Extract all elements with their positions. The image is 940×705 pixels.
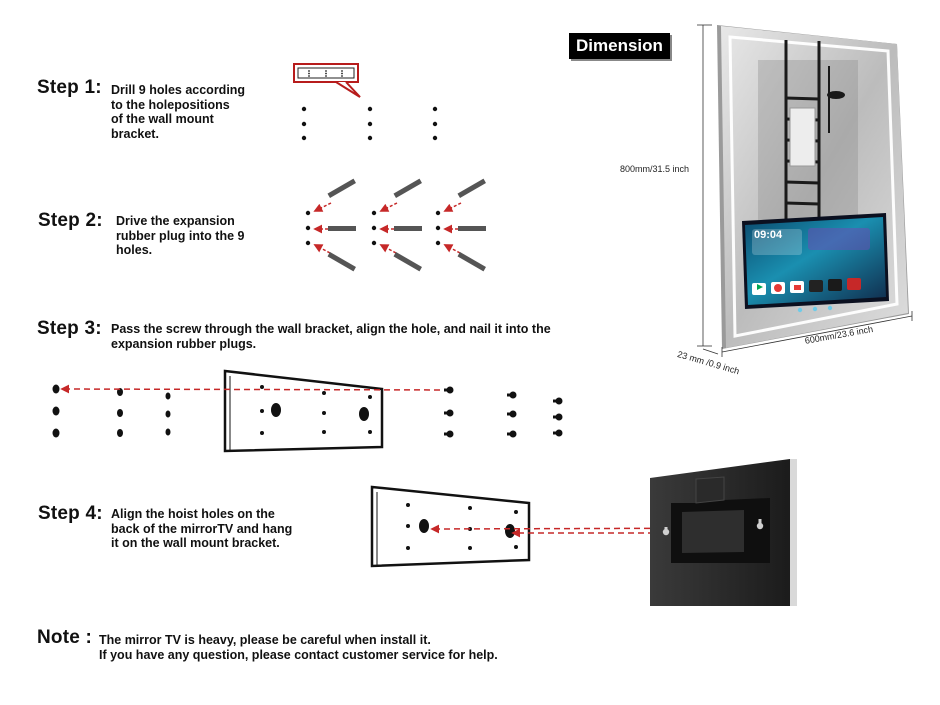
step3-bracket — [223, 369, 384, 453]
step1-holes — [301, 106, 438, 141]
mirror-tv-back — [650, 459, 797, 606]
step1-text: Drill 9 holes according to the holeposit… — [111, 83, 246, 141]
step3-label: Step 3: — [37, 318, 102, 339]
dimension-height-label: 800mm/31.5 inch — [620, 164, 690, 174]
hoist-hole-right — [756, 519, 764, 530]
note-line-1: The mirror TV is heavy, please be carefu… — [99, 633, 431, 647]
step2-label: Step 2: — [38, 210, 103, 231]
step1-label: Step 1: — [37, 77, 102, 98]
step4-label: Step 4: — [38, 503, 103, 524]
screen-clock: 09:04 — [754, 229, 783, 241]
note-line-2: If you have any question, please contact… — [99, 648, 498, 662]
step3-screws — [444, 386, 563, 438]
note-label: Note : — [37, 627, 93, 648]
step3-wall-holes — [52, 384, 171, 438]
step4-bracket — [370, 485, 531, 568]
dimension-badge: Dimension — [569, 33, 670, 59]
step2-text: Drive the expansion rubber plug into the… — [116, 214, 245, 257]
mirror-tv-front — [717, 25, 909, 349]
mirror-tv-screen — [742, 213, 889, 309]
dimension-lines — [697, 24, 913, 357]
step3-alignment-arrow — [60, 384, 451, 394]
step2-plugs — [305, 178, 486, 272]
hoist-hole-left — [662, 527, 670, 536]
step3-text: Pass the screw through the wall bracket,… — [111, 322, 551, 351]
step1-bracket-callout — [293, 63, 361, 98]
step4-text: Align the hoist holes on the back of the… — [111, 507, 293, 550]
